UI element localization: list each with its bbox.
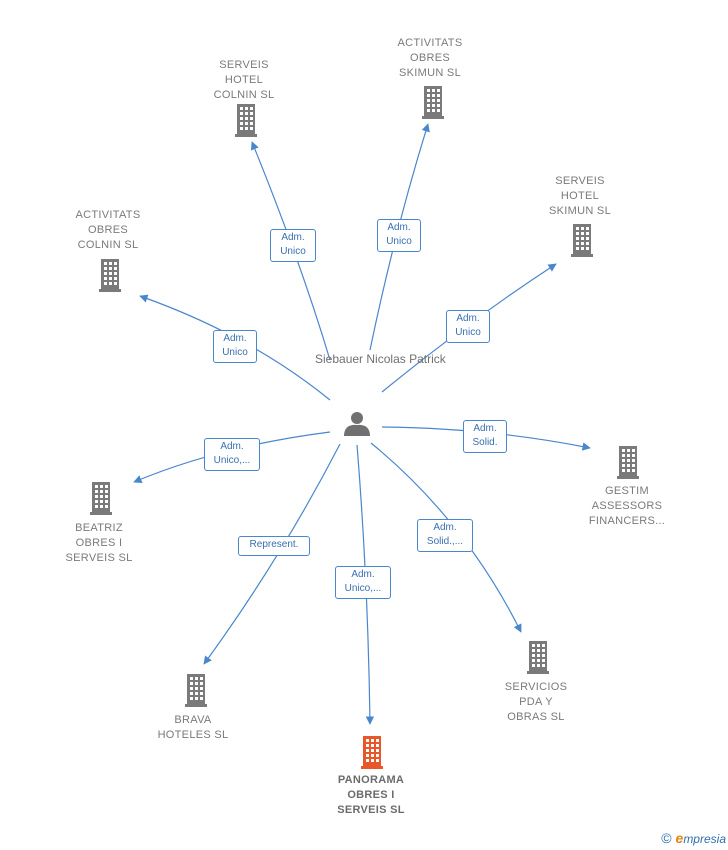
company-name-serveis-hotel-colnin[interactable]: SERVEIS HOTEL COLNIN SL <box>194 58 294 103</box>
company-name-line: HOTEL <box>224 74 264 86</box>
company-name-line: PANORAMA <box>337 774 405 786</box>
relation-label-panorama-obres[interactable]: Adm. Unico,... <box>335 566 391 599</box>
relation-label-line: Adm. <box>220 441 244 452</box>
building-icon[interactable] <box>90 482 112 515</box>
company-name-servicios-pda[interactable]: SERVICIOS PDA Y OBRAS SL <box>486 680 586 725</box>
company-name-line: ASSESSORS <box>591 500 663 512</box>
brand-logo: empresia <box>675 830 726 846</box>
relation-label-line: Adm. <box>281 232 305 243</box>
company-name-line: OBRAS SL <box>507 711 565 723</box>
relation-label-serveis-hotel-skimun[interactable]: Adm. Unico <box>446 310 490 343</box>
company-name-line: OBRES <box>409 52 450 64</box>
person-name-line: Siebauer <box>315 352 364 366</box>
company-name-line: OBRES I <box>347 789 395 801</box>
company-name-serveis-hotel-skimun[interactable]: SERVEIS HOTEL SKIMUN SL <box>530 174 630 219</box>
building-icon[interactable] <box>571 224 593 257</box>
relation-label-line: Unico <box>386 236 412 247</box>
company-name-brava-hoteles[interactable]: BRAVA HOTELES SL <box>143 713 243 743</box>
footer-brand[interactable]: © empresia <box>661 830 726 846</box>
center-person-name[interactable]: Siebauer Nicolas Patrick <box>315 352 446 367</box>
building-icon[interactable] <box>235 104 257 137</box>
relation-label-activitats-obres-skimun[interactable]: Adm. Unico <box>377 219 421 252</box>
building-icon[interactable] <box>99 259 121 292</box>
building-icon[interactable] <box>361 736 383 769</box>
relation-label-beatriz-obres[interactable]: Adm. Unico,... <box>204 438 260 471</box>
company-name-activitats-obres-skimun[interactable]: ACTIVITATS OBRES SKIMUN SL <box>380 36 480 81</box>
company-name-line: SERVEIS <box>555 175 605 187</box>
building-icon[interactable] <box>527 641 549 674</box>
relation-label-servicios-pda[interactable]: Adm. Solid.,... <box>417 519 473 552</box>
relation-label-line: Represent. <box>249 539 299 550</box>
company-name-line: COLNIN SL <box>213 89 275 101</box>
building-icon[interactable] <box>422 86 444 119</box>
company-name-line: SERVEIS SL <box>337 804 405 816</box>
company-name-line: GESTIM <box>605 485 649 497</box>
relation-edge-brava-hoteles <box>203 443 341 665</box>
company-name-line: SERVEIS <box>219 59 269 71</box>
relation-label-line: Unico <box>222 347 248 358</box>
company-name-line: SKIMUN SL <box>399 67 461 79</box>
relation-label-line: Adm. <box>351 569 375 580</box>
company-name-line: SKIMUN SL <box>549 205 611 217</box>
relation-label-line: Adm. <box>473 423 497 434</box>
relation-label-brava-hoteles[interactable]: Represent. <box>238 536 310 556</box>
relation-label-activitats-obres-colnin[interactable]: Adm. Unico <box>213 330 257 363</box>
relation-label-line: Solid. <box>472 437 498 448</box>
relation-label-serveis-hotel-colnin[interactable]: Adm. Unico <box>270 229 316 262</box>
company-name-activitats-obres-colnin[interactable]: ACTIVITATS OBRES COLNIN SL <box>58 208 158 253</box>
company-name-line: OBRES <box>87 224 128 236</box>
relation-label-line: Unico <box>455 327 481 338</box>
company-name-gestim-assessors[interactable]: GESTIM ASSESSORS FINANCERS... <box>577 484 677 529</box>
company-name-line: BEATRIZ <box>75 522 123 534</box>
company-name-line: FINANCERS... <box>588 515 666 527</box>
company-name-line: ACTIVITATS <box>75 209 141 221</box>
company-name-line: SERVEIS SL <box>65 552 133 564</box>
copyright-symbol: © <box>661 830 672 846</box>
company-name-panorama-obres[interactable]: PANORAMA OBRES I SERVEIS SL <box>321 773 421 818</box>
relation-label-line: Adm. <box>387 222 411 233</box>
company-name-line: ACTIVITATS <box>397 37 463 49</box>
company-name-line: SERVICIOS <box>504 681 568 693</box>
relation-label-line: Unico,... <box>213 455 251 466</box>
relation-label-line: Adm. <box>456 313 480 324</box>
person-name-line: Patrick <box>409 352 446 366</box>
building-icon[interactable] <box>185 674 207 707</box>
company-name-line: HOTELES SL <box>157 729 229 741</box>
relation-label-line: Adm. <box>223 333 247 344</box>
relation-label-line: Adm. <box>433 522 457 533</box>
company-name-beatriz-obres[interactable]: BEATRIZ OBRES I SERVEIS SL <box>49 521 149 566</box>
company-name-line: PDA Y <box>519 696 553 708</box>
company-name-line: COLNIN SL <box>77 239 139 251</box>
company-name-line: HOTEL <box>560 190 600 202</box>
relation-label-gestim-assessors[interactable]: Adm. Solid. <box>463 420 507 453</box>
company-name-line: OBRES I <box>75 537 123 549</box>
person-name-line: Nicolas <box>366 352 406 366</box>
relation-label-line: Unico <box>280 246 306 257</box>
person-icon[interactable] <box>344 412 370 436</box>
relation-label-line: Solid.,... <box>426 536 464 547</box>
building-icon[interactable] <box>617 446 639 479</box>
company-name-line: BRAVA <box>174 714 212 726</box>
relation-label-line: Unico,... <box>344 583 382 594</box>
